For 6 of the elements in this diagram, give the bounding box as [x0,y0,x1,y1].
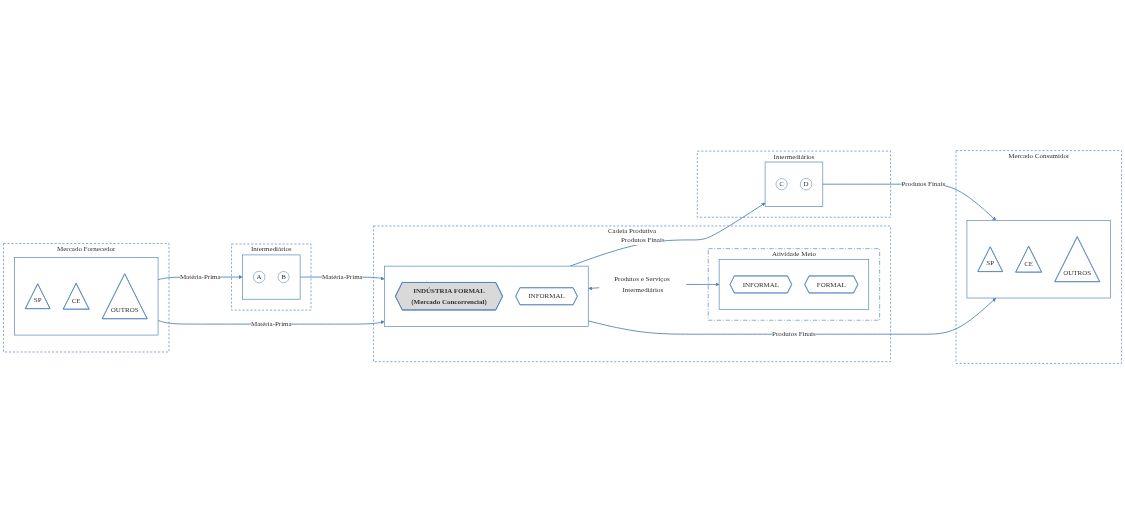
cluster [384,265,589,327]
cluster [764,161,824,207]
cluster [718,259,870,310]
cluster [242,254,301,300]
cluster [14,257,159,336]
cluster [966,220,1111,299]
